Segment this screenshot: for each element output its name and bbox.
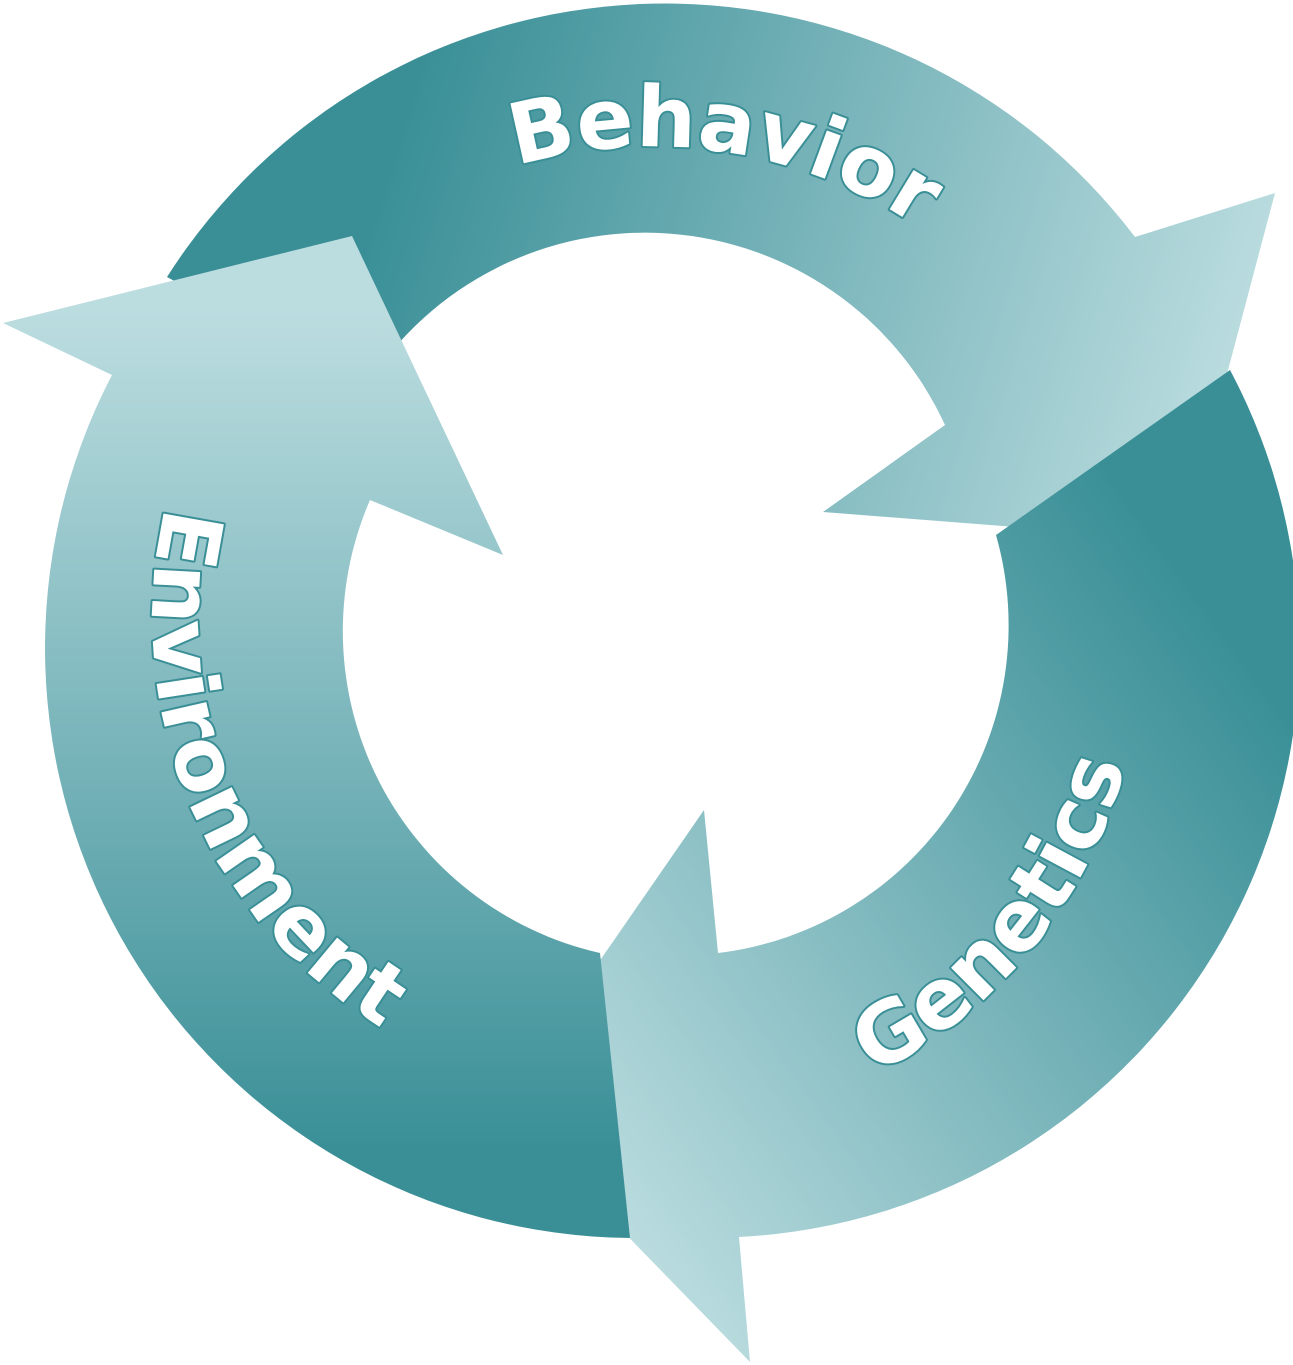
behavior-arrow [167, 3, 1275, 540]
environment-arrow [3, 236, 630, 1238]
genetics-arrow [500, 370, 1293, 1362]
